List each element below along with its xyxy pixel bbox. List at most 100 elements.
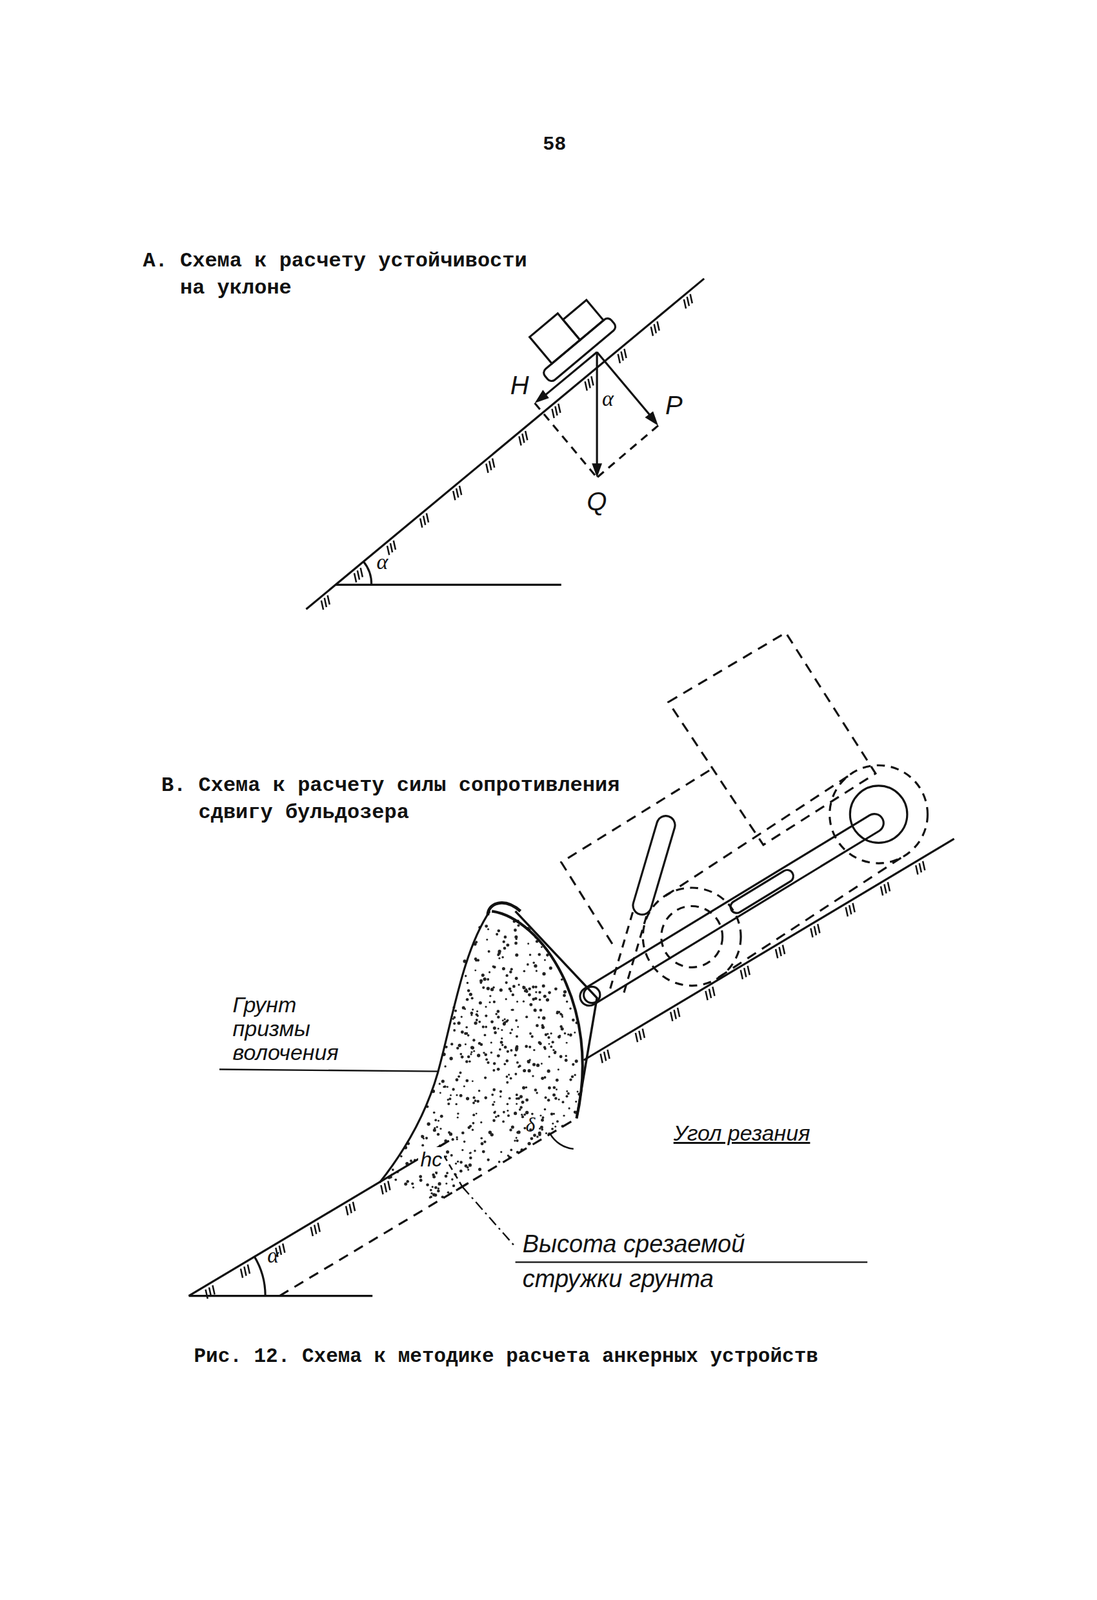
soil-dot bbox=[475, 1018, 479, 1022]
soil-dot bbox=[540, 1115, 543, 1118]
soil-dot bbox=[454, 1162, 457, 1165]
soil-dot bbox=[456, 1112, 459, 1115]
soil-dot bbox=[497, 951, 501, 956]
soil-dot bbox=[497, 929, 501, 933]
angle-label: α bbox=[376, 549, 389, 576]
soil-dot bbox=[436, 1189, 441, 1194]
soil-dot bbox=[461, 1131, 465, 1136]
soil-dot bbox=[478, 1167, 482, 1172]
soil-dot bbox=[523, 969, 526, 973]
soil-dot bbox=[447, 1191, 450, 1194]
hatch-tick bbox=[518, 436, 521, 446]
soil-dot bbox=[468, 1060, 472, 1064]
soil-dot bbox=[520, 1100, 524, 1105]
soil-dot bbox=[431, 1186, 434, 1188]
soil-dot bbox=[531, 1035, 534, 1039]
track-wheel bbox=[829, 765, 928, 864]
hatch-tick bbox=[279, 1246, 282, 1256]
soil-dot bbox=[512, 985, 516, 989]
soil-dot bbox=[550, 1113, 554, 1116]
soil-dot bbox=[531, 1075, 534, 1077]
hatch-tick bbox=[492, 458, 495, 468]
hatch-tick bbox=[845, 907, 848, 917]
soil-dot bbox=[459, 1053, 463, 1056]
soil-dot bbox=[537, 1016, 540, 1019]
soil-dot bbox=[489, 995, 492, 997]
hatch-tick bbox=[642, 1028, 645, 1038]
soil-dot bbox=[563, 1032, 567, 1036]
soil-dot bbox=[542, 1016, 546, 1020]
soil-dot bbox=[533, 964, 537, 968]
hatch-tick bbox=[670, 1011, 673, 1021]
soil-dot bbox=[549, 966, 553, 970]
machine-base bbox=[542, 316, 618, 383]
bulldozer-symbol bbox=[519, 289, 618, 384]
hatch-tick bbox=[687, 296, 690, 306]
soil-dot bbox=[540, 1118, 544, 1123]
soil-dot bbox=[445, 1150, 450, 1154]
soil-dot bbox=[483, 1033, 487, 1037]
soil-dot bbox=[450, 1154, 453, 1158]
soil-dot bbox=[545, 1132, 548, 1135]
soil-dot bbox=[557, 1068, 560, 1071]
soil-dot bbox=[547, 1098, 550, 1102]
hatch-tick bbox=[357, 570, 360, 580]
soil-dot bbox=[529, 1137, 534, 1141]
horizontal-line bbox=[335, 583, 561, 586]
hatch-tick bbox=[600, 1053, 603, 1063]
soil-dot bbox=[459, 1160, 463, 1164]
soil-dot bbox=[554, 987, 558, 991]
soil-dot bbox=[450, 1042, 453, 1046]
hatch-tick bbox=[587, 378, 590, 388]
soil-dot bbox=[474, 969, 477, 972]
soil-dot bbox=[573, 1074, 576, 1077]
hatch-tick bbox=[426, 513, 429, 523]
parallelogram-line bbox=[596, 425, 659, 479]
soil-dot bbox=[445, 1182, 448, 1185]
hatch-tick bbox=[690, 294, 693, 304]
soil-dot bbox=[472, 1096, 475, 1099]
hatch-tick bbox=[684, 299, 686, 309]
soil-dot bbox=[451, 1178, 454, 1181]
push-arm bbox=[576, 810, 888, 1010]
hatch-tick bbox=[782, 945, 785, 955]
hatch-tick bbox=[423, 515, 426, 525]
soil-dot bbox=[484, 1015, 488, 1018]
soil-dot bbox=[478, 1020, 481, 1024]
force-vector bbox=[596, 352, 652, 417]
soil-dot bbox=[409, 1159, 413, 1163]
angle-label: α bbox=[267, 1242, 279, 1270]
soil-dot bbox=[465, 1026, 468, 1029]
track-line bbox=[718, 855, 905, 978]
force-vector bbox=[596, 352, 599, 466]
soil-dot bbox=[456, 1160, 459, 1163]
soil-dot bbox=[470, 1046, 474, 1050]
soil-dot bbox=[471, 996, 474, 1000]
soil-dot bbox=[465, 998, 470, 1002]
machine-cab bbox=[529, 313, 581, 364]
soil-dot bbox=[411, 1182, 414, 1186]
soil-dot bbox=[503, 1021, 506, 1025]
soil-dot bbox=[554, 1097, 557, 1100]
soil-dot bbox=[433, 1193, 437, 1198]
soil-dot bbox=[457, 1021, 461, 1025]
hatch-tick bbox=[525, 431, 528, 441]
soil-dot bbox=[522, 986, 526, 990]
track-line bbox=[665, 773, 852, 897]
push-arm-slot bbox=[727, 867, 796, 916]
bulldozer-figure bbox=[189, 633, 955, 1297]
soil-dot bbox=[494, 1115, 497, 1118]
hatch-tick bbox=[205, 1289, 208, 1299]
soil-dot bbox=[439, 1092, 442, 1095]
soil-dot bbox=[538, 998, 542, 1002]
parallelogram-line bbox=[534, 403, 597, 478]
soil-dot bbox=[511, 993, 515, 997]
soil-dot bbox=[552, 1049, 555, 1052]
soil-dot bbox=[503, 1046, 508, 1050]
hatch-tick bbox=[775, 949, 778, 959]
soil-dot bbox=[406, 1180, 410, 1183]
soil-dot bbox=[467, 1169, 470, 1172]
soil-dot bbox=[540, 1062, 543, 1065]
soil-dot bbox=[427, 1122, 431, 1127]
leader-underline bbox=[515, 1261, 868, 1263]
